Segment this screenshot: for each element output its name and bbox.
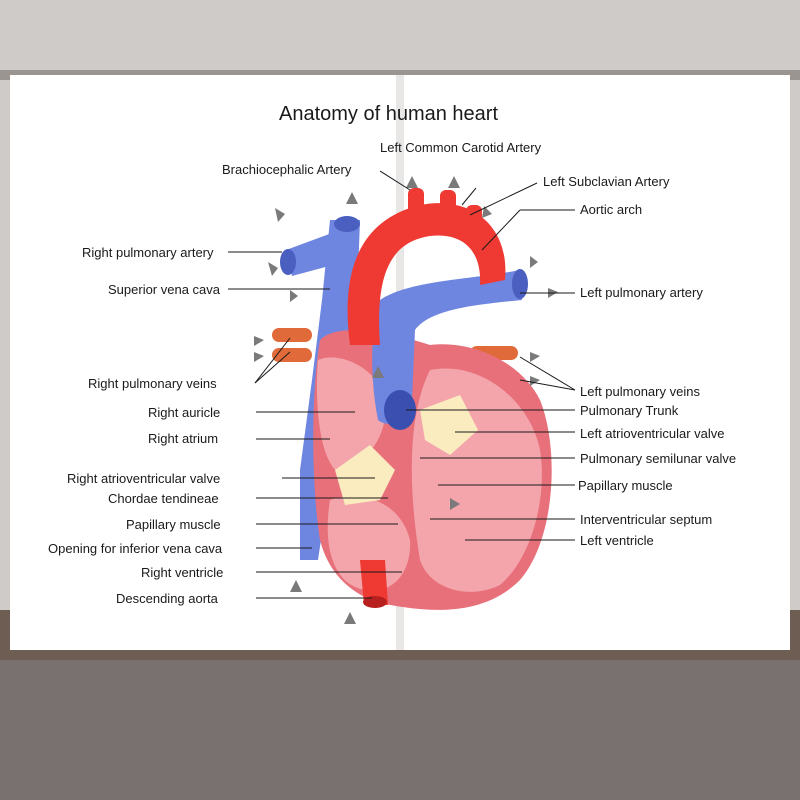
label-superior-vena-cava: Superior vena cava	[108, 282, 221, 297]
flow-arrows	[254, 176, 558, 624]
label-pulmonary-trunk: Pulmonary Trunk	[580, 403, 679, 418]
left-carotid-artery-shape	[440, 190, 456, 216]
label-descending-aorta: Descending aorta	[116, 591, 218, 606]
brachiocephalic-artery-shape	[408, 188, 424, 214]
label-right-ventricle: Right ventricle	[141, 565, 224, 580]
left-subclavian-artery-shape	[466, 205, 482, 231]
descending-aorta-shape	[360, 560, 388, 605]
label-right-atrium: Right atrium	[148, 431, 219, 446]
label-left-common-carotid-artery: Left Common Carotid Artery	[380, 140, 542, 155]
label-pulmonary-semilunar-valve: Pulmonary semilunar valve	[580, 451, 737, 466]
label-right-pulmonary-artery: Right pulmonary artery	[82, 245, 214, 260]
label-right-pulmonary-veins: Right pulmonary veins	[88, 376, 217, 391]
right-atrium-chamber	[316, 357, 386, 470]
label-left-subclavian-artery: Left Subclavian Artery	[543, 174, 670, 189]
label-left-pulmonary-veins: Left pulmonary veins	[580, 384, 700, 399]
label-papillary-muscle-left: Papillary muscle	[578, 478, 673, 493]
label-right-atrioventricular-valve: Right atrioventricular valve	[67, 471, 221, 486]
label-aortic-arch: Aortic arch	[580, 202, 643, 217]
label-brachiocephalic-artery: Brachiocephalic Artery	[222, 162, 352, 177]
label-right-auricle: Right auricle	[148, 405, 221, 420]
aortic-arch-shape	[347, 203, 506, 345]
label-opening-inferior-vena-cava: Opening for inferior vena cava	[48, 541, 223, 556]
diagram-title: Anatomy of human heart	[279, 103, 499, 125]
leader-lines	[228, 170, 576, 599]
floor-reflection	[0, 660, 800, 800]
label-left-atrioventricular-valve: Left atrioventricular valve	[580, 426, 725, 441]
pulmonary-trunk-shape	[372, 270, 522, 424]
label-left-pulmonary-artery: Left pulmonary artery	[580, 285, 703, 300]
right-ventricle-chamber	[327, 496, 411, 591]
label-interventricular-septum: Interventricular septum	[580, 512, 713, 527]
right-av-valve-shape	[335, 445, 395, 505]
right-pulmonary-artery-shape	[286, 230, 344, 276]
label-papillary-muscle-right: Papillary muscle	[126, 517, 221, 532]
label-chordae-tendineae: Chordae tendineae	[108, 491, 219, 506]
label-left-ventricle: Left ventricle	[580, 533, 654, 548]
